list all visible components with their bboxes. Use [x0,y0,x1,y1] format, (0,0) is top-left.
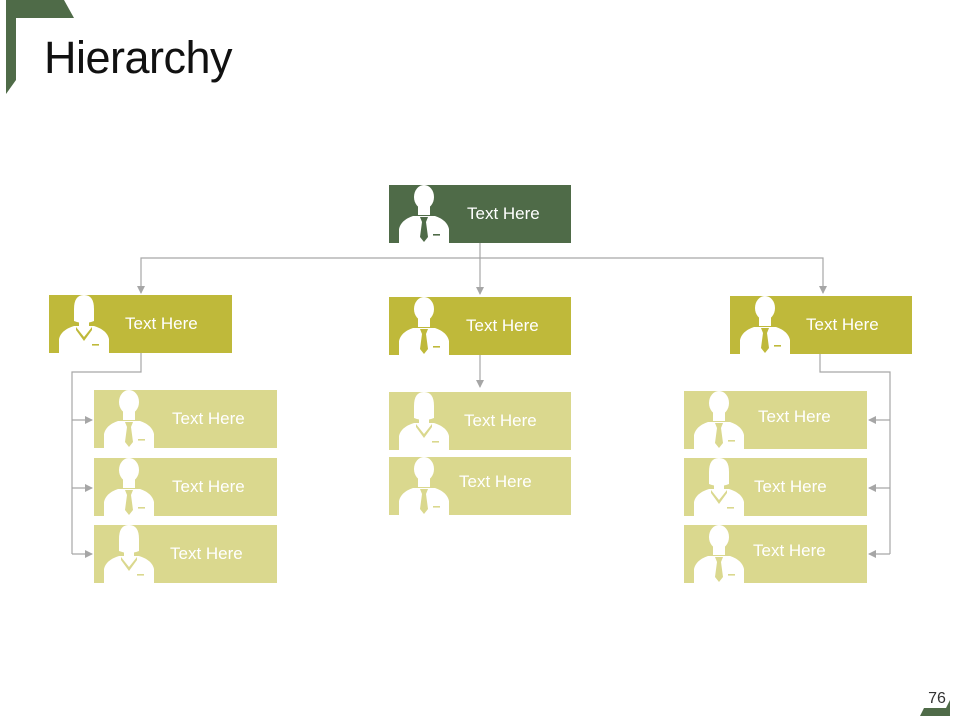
org-node-label: Text Here [464,411,537,430]
corner-decoration-top-left [6,0,74,94]
org-node-label: Text Here [170,544,243,563]
female-person-icon [98,525,154,583]
connector-left-trunk [71,353,142,554]
org-node-center-child: Text Here [389,457,571,515]
org-node-right-child: Text Here [684,458,867,516]
org-node-label: Text Here [172,409,245,428]
connector-right-trunk [819,354,891,554]
male-person-icon [688,525,744,583]
org-node-label: Text Here [125,314,198,333]
org-node-right-child: Text Here [684,391,867,449]
male-person-icon [98,390,154,448]
org-node-root: Text Here [389,185,571,243]
male-person-icon [393,185,449,243]
org-node-left-child: Text Here [94,390,277,448]
org-node-left-child: Text Here [94,525,277,583]
male-person-icon [393,297,449,355]
org-node-left: Text Here [49,295,232,353]
org-node-label: Text Here [758,407,831,426]
female-person-icon [688,458,744,516]
page-title: Hierarchy [44,32,233,83]
male-person-icon [734,296,790,354]
org-node-center: Text Here [389,297,571,355]
org-node-label: Text Here [467,204,540,223]
page-number: 76 [928,690,946,707]
org-node-label: Text Here [466,316,539,335]
corner-decoration-bottom-right [920,700,950,716]
male-person-icon [688,391,744,449]
org-node-label: Text Here [806,315,879,334]
org-node-center-child: Text Here [389,392,571,450]
org-node-label: Text Here [172,477,245,496]
male-person-icon [98,458,154,516]
female-person-icon [53,295,109,353]
org-node-label: Text Here [754,477,827,496]
org-node-right-child: Text Here [684,525,867,583]
female-person-icon [393,392,449,450]
org-node-left-child: Text Here [94,458,277,516]
org-node-label: Text Here [459,472,532,491]
connector-root-right [480,257,827,294]
org-node-label: Text Here [753,541,826,560]
org-node-right: Text Here [730,296,912,354]
connector-root-left [137,257,480,294]
male-person-icon [393,457,449,515]
